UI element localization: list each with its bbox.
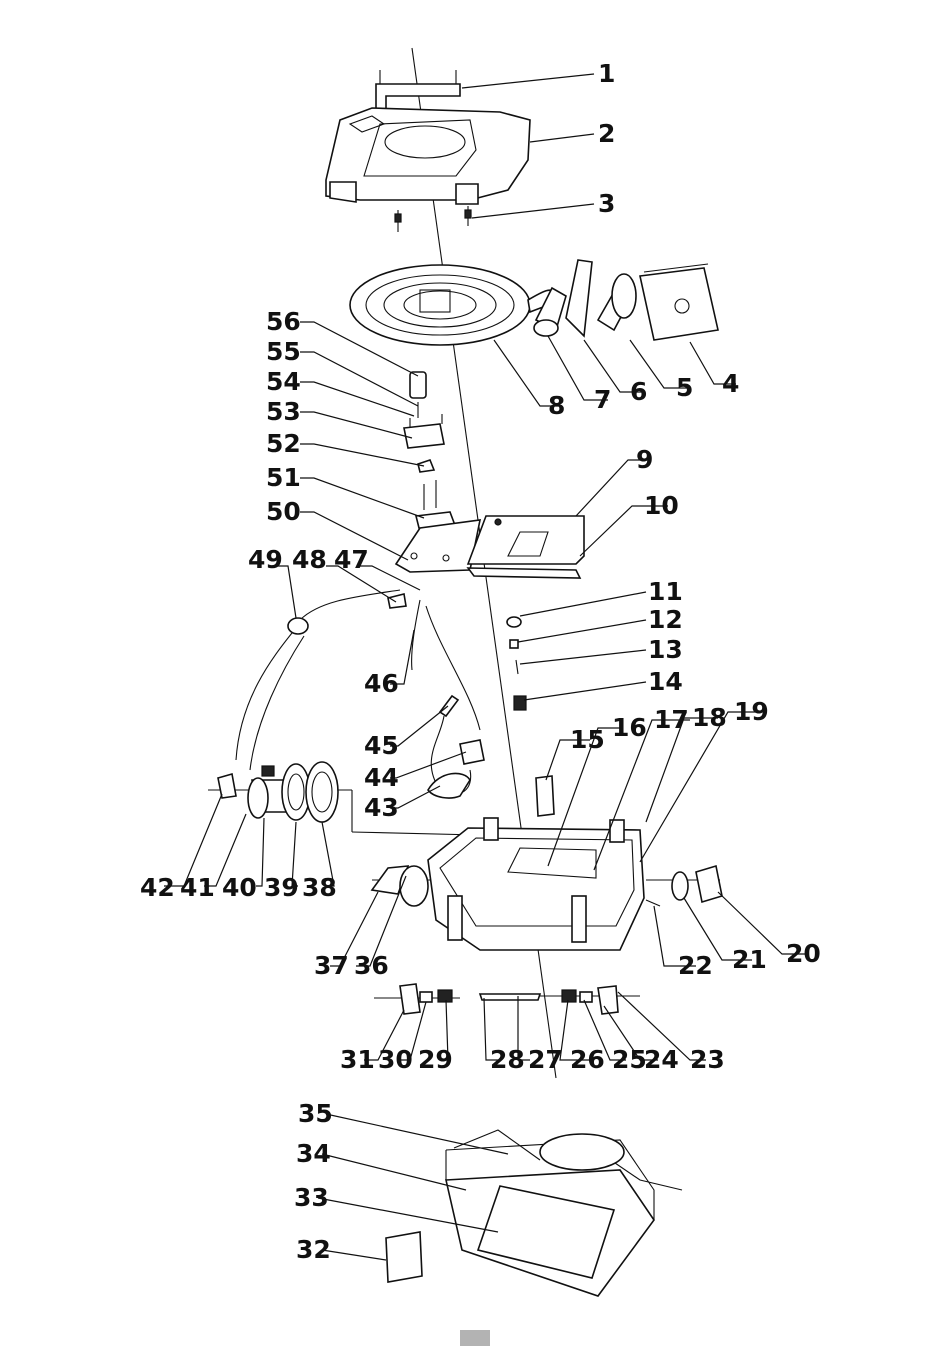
wiring-harness [236,590,480,770]
callout-29: 29 [418,1045,453,1074]
callout-37: 37 [314,951,349,980]
filter-cover-parts [468,516,584,578]
callout-19: 19 [734,697,769,726]
callout-35: 35 [298,1099,333,1128]
callout-47: 47 [334,545,369,574]
callout-23: 23 [690,1045,725,1074]
callout-22: 22 [678,951,713,980]
callout-6: 6 [630,377,647,406]
callout-33: 33 [294,1183,329,1212]
motor-parts [218,762,338,822]
callout-3: 3 [598,189,615,218]
callout-52: 52 [266,429,301,458]
callout-50: 50 [266,497,301,526]
callout-42: 42 [140,873,175,902]
callout-4: 4 [722,369,739,398]
callout-5: 5 [676,373,693,402]
callout-31: 31 [340,1045,375,1074]
callout-36: 36 [354,951,389,980]
top-lid-part [326,108,530,204]
callout-34: 34 [296,1139,331,1168]
callout-40: 40 [222,873,257,902]
lower-latch-parts [400,984,618,1014]
page-number-tab [460,1330,490,1346]
callout-8: 8 [548,391,565,420]
callout-12: 12 [648,605,683,634]
callout-14: 14 [648,667,683,696]
crevice-nozzle-parts [534,260,636,336]
callout-26: 26 [570,1045,605,1074]
callout-51: 51 [266,463,301,492]
callout-2: 2 [598,119,615,148]
callout-9: 9 [636,445,653,474]
callout-48: 48 [292,545,327,574]
callout-30: 30 [378,1045,413,1074]
callout-45: 45 [364,731,399,760]
callout-11: 11 [648,577,683,606]
callout-32: 32 [296,1235,331,1264]
callout-25: 25 [612,1045,647,1074]
callout-43: 43 [364,793,399,822]
callout-46: 46 [364,669,399,698]
callout-38: 38 [302,873,337,902]
callout-7: 7 [594,385,611,414]
callout-39: 39 [264,873,299,902]
callout-54: 54 [266,367,301,396]
callout-16: 16 [612,713,647,742]
callout-53: 53 [266,397,301,426]
coiled-hose-part [350,265,560,345]
callout-15: 15 [570,725,605,754]
callout-13: 13 [648,635,683,664]
callout-numbers: 1 2 3 4 5 6 7 8 9 10 11 12 13 14 15 16 1… [140,59,821,1264]
callout-49: 49 [248,545,283,574]
packaging-box-parts [386,1130,682,1296]
callout-55: 55 [266,337,301,366]
callout-27: 27 [528,1045,563,1074]
leader-lines [164,74,806,1260]
side-grille-parts [372,866,428,906]
filter-bag-part [640,264,718,340]
side-vent-parts [646,866,722,906]
callout-24: 24 [644,1045,679,1074]
main-body-part [428,776,644,950]
switch-assembly-parts [404,372,444,472]
lid-screws [395,206,471,232]
callout-41: 41 [180,873,215,902]
callout-56: 56 [266,307,301,336]
power-cord-parts [428,696,484,798]
callout-28: 28 [490,1045,525,1074]
callout-20: 20 [786,939,821,968]
callout-18: 18 [692,703,727,732]
callout-44: 44 [364,763,399,792]
callout-1: 1 [598,59,615,88]
callout-21: 21 [732,945,767,974]
callout-17: 17 [654,705,689,734]
callout-10: 10 [644,491,679,520]
